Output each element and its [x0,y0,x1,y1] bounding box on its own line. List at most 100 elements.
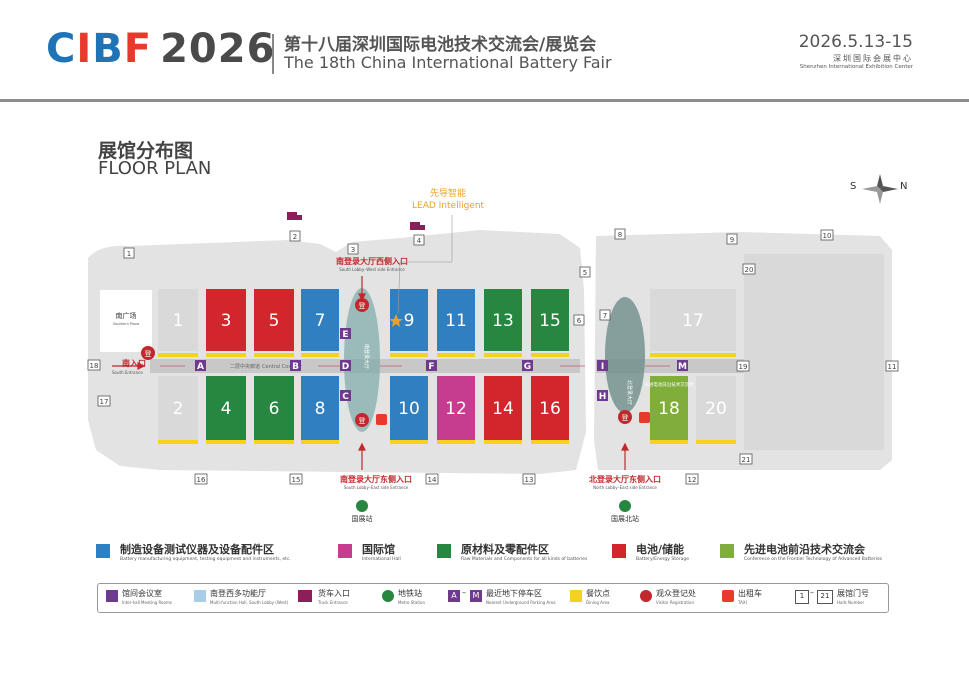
hall-2[interactable] [158,376,198,440]
svg-text:17: 17 [100,398,109,406]
event-title-en: The 18th China International Battery Fai… [284,53,612,72]
hall-15[interactable] [531,289,569,351]
hall-number-icon: 1 [795,590,809,604]
compass-north: N [900,181,908,192]
hall-14[interactable] [484,376,522,440]
hall-13[interactable] [484,289,522,351]
hall-4[interactable] [206,376,246,440]
event-title-cn: 第十八届深圳国际电池技术交流会/展览会 [284,35,597,55]
hall-11[interactable] [437,289,475,351]
hall-20[interactable] [696,376,736,440]
svg-text:10: 10 [398,399,420,419]
svg-text:15: 15 [539,311,561,331]
compass-south: S [850,181,857,192]
svg-text:18: 18 [658,399,680,419]
svg-text:7: 7 [315,311,326,331]
svg-text:I: I [601,362,604,372]
hall-16[interactable] [531,376,569,440]
svg-text:10: 10 [823,232,832,240]
halls-layer [158,254,884,450]
svg-text:15: 15 [292,476,301,484]
svg-text:12: 12 [445,399,467,419]
svg-text:20: 20 [705,399,727,419]
hall-8[interactable] [301,376,339,440]
svg-text:18: 18 [90,362,99,370]
legend-main: 制造设备测试仪器及设备配件区 Battery manufacturing equ… [96,540,896,570]
lead-star-icon [389,314,403,327]
registration-icon [640,590,652,602]
corridor-label-en: Central Corridor [262,364,303,370]
svg-text:登: 登 [622,413,629,422]
hall-12[interactable] [437,376,475,440]
compass-icon: S N [850,172,910,206]
taxi-icon [722,590,734,602]
svg-text:2: 2 [293,233,297,241]
metro-station-guozhan: 国展站 [352,514,373,523]
south-lobby-label: 南登录大厅 [363,344,370,369]
metro-icon [382,590,394,602]
svg-text:M: M [678,362,687,372]
event-date: 2026.5.13-15 [798,32,913,52]
svg-text:4: 4 [221,399,232,419]
corridor-label: 二层中央廊道 [230,363,260,370]
svg-text:1: 1 [173,311,184,331]
gate-numbers: 1 2 3 4 5 6 7 8 9 10 11 12 13 14 15 16 1… [87,228,899,485]
metro-station-guozhanbei: 国展北站 [611,514,639,523]
meeting-room-icon [106,590,118,602]
north-lobby [605,297,645,413]
svg-text:14: 14 [492,399,514,419]
svg-text:登: 登 [359,301,366,310]
hall-3[interactable] [206,289,246,351]
floorplan-title-en: FLOOR PLAN [98,158,212,179]
svg-text:9: 9 [730,236,734,244]
svg-text:G: G [524,362,531,372]
north-lobby-east-entrance: 北登录大厅东侧入口 [589,474,661,484]
truck-icon [287,212,425,230]
svg-text:16: 16 [539,399,561,419]
svg-text:A: A [197,362,204,372]
svg-text:D: D [342,362,349,372]
hall-numbers: 1 2 3 4 5 6 7 8 9 10 11 12 13 14 15 16 1… [173,311,727,419]
svg-text:17: 17 [682,311,704,331]
hall-18[interactable] [650,376,688,440]
svg-text:13: 13 [525,476,534,484]
hall-1[interactable] [158,289,198,351]
svg-text:8: 8 [315,399,326,419]
venue-en: Shenzhen International Exhibition Center [799,64,913,70]
hall-number-icon: 21 [817,590,833,604]
hall-6[interactable] [254,376,294,440]
svg-text:2: 2 [173,399,184,419]
truck-icon [298,590,312,602]
dining-icon [570,590,582,602]
floor-map: 南广场 Southern Plaza 二层中央廊道 Central Corrid… [87,212,899,523]
hall-7[interactable] [301,289,339,351]
floorplan-title-cn: 展馆分布图 [98,140,194,162]
svg-text:7: 7 [603,312,607,320]
svg-text:3: 3 [351,246,355,254]
hall-17[interactable] [650,289,736,351]
svg-text:5: 5 [583,269,587,277]
south-lobby [344,288,380,432]
parking-icon: M [470,590,482,602]
svg-text:21: 21 [742,456,751,464]
svg-text:11: 11 [445,311,467,331]
header-divider [272,34,274,74]
svg-text:9: 9 [404,311,415,331]
svg-text:H: H [599,392,607,402]
svg-text:19: 19 [739,363,748,371]
svg-text:South Lobby–East side Entrance: South Lobby–East side Entrance [344,485,409,490]
hall-10[interactable] [390,376,428,440]
svg-text:3: 3 [221,311,232,331]
lead-intelligent-label: 先导智能 LEAD Intelligent [412,189,485,211]
header-rule [0,99,969,102]
conference-hall-label: 先进电池前沿技术交流会 [644,381,694,388]
svg-text:B: B [292,362,299,372]
svg-text:F: F [428,362,434,372]
svg-text:North Lobby–East side Entrance: North Lobby–East side Entrance [593,485,657,490]
south-plaza-label: 南广场 [116,311,137,320]
svg-text:South Entrance: South Entrance [112,370,143,375]
svg-text:5: 5 [269,311,280,331]
hall-5[interactable] [254,289,294,351]
